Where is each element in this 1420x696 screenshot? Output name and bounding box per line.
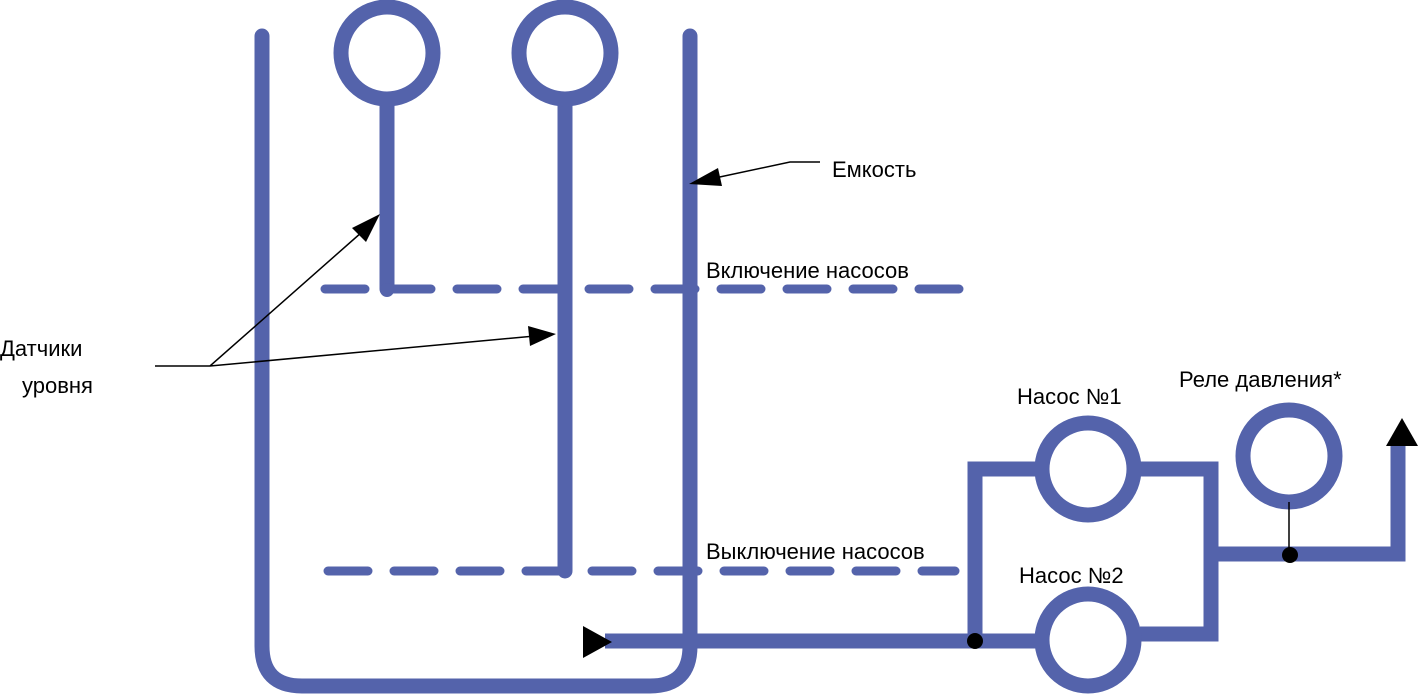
level-sensor-2-head — [511, 0, 619, 107]
pumps-off-label: Выключение насосов — [706, 539, 925, 564]
pumps-on-label: Включение насосов — [706, 258, 909, 283]
sensors-label-line2: уровня — [22, 373, 93, 398]
tank-leader — [714, 161, 820, 179]
outflow-arrow-icon — [1386, 418, 1418, 446]
sensors-label-line1: Датчики — [0, 336, 82, 361]
discharge-pipe — [1211, 440, 1406, 562]
sensor-1-contact — [380, 283, 394, 297]
tank-outline — [254, 28, 698, 694]
level-sensor-1-head — [333, 0, 441, 107]
pressure-relay-junction — [1282, 547, 1298, 563]
pump-1-label: Насос №1 — [1017, 384, 1122, 409]
pressure-relay-label: Реле давления* — [1179, 367, 1342, 392]
tank-label: Емкость — [832, 157, 916, 182]
pump-manifold — [967, 461, 1219, 642]
sensor-2-leader-arrow-icon — [528, 326, 556, 346]
sensor-1-leader-arrow-icon — [352, 214, 380, 242]
pressure-relay-circle — [1235, 402, 1343, 510]
tank-leader-arrow-icon — [689, 168, 722, 186]
pump-2-label: Насос №2 — [1019, 563, 1124, 588]
sensors-leader — [155, 231, 536, 367]
pump-1-circle — [1034, 415, 1142, 523]
inflow-arrow-icon — [583, 626, 612, 658]
manifold-junction — [967, 633, 983, 649]
pump-2-circle — [1034, 586, 1142, 694]
